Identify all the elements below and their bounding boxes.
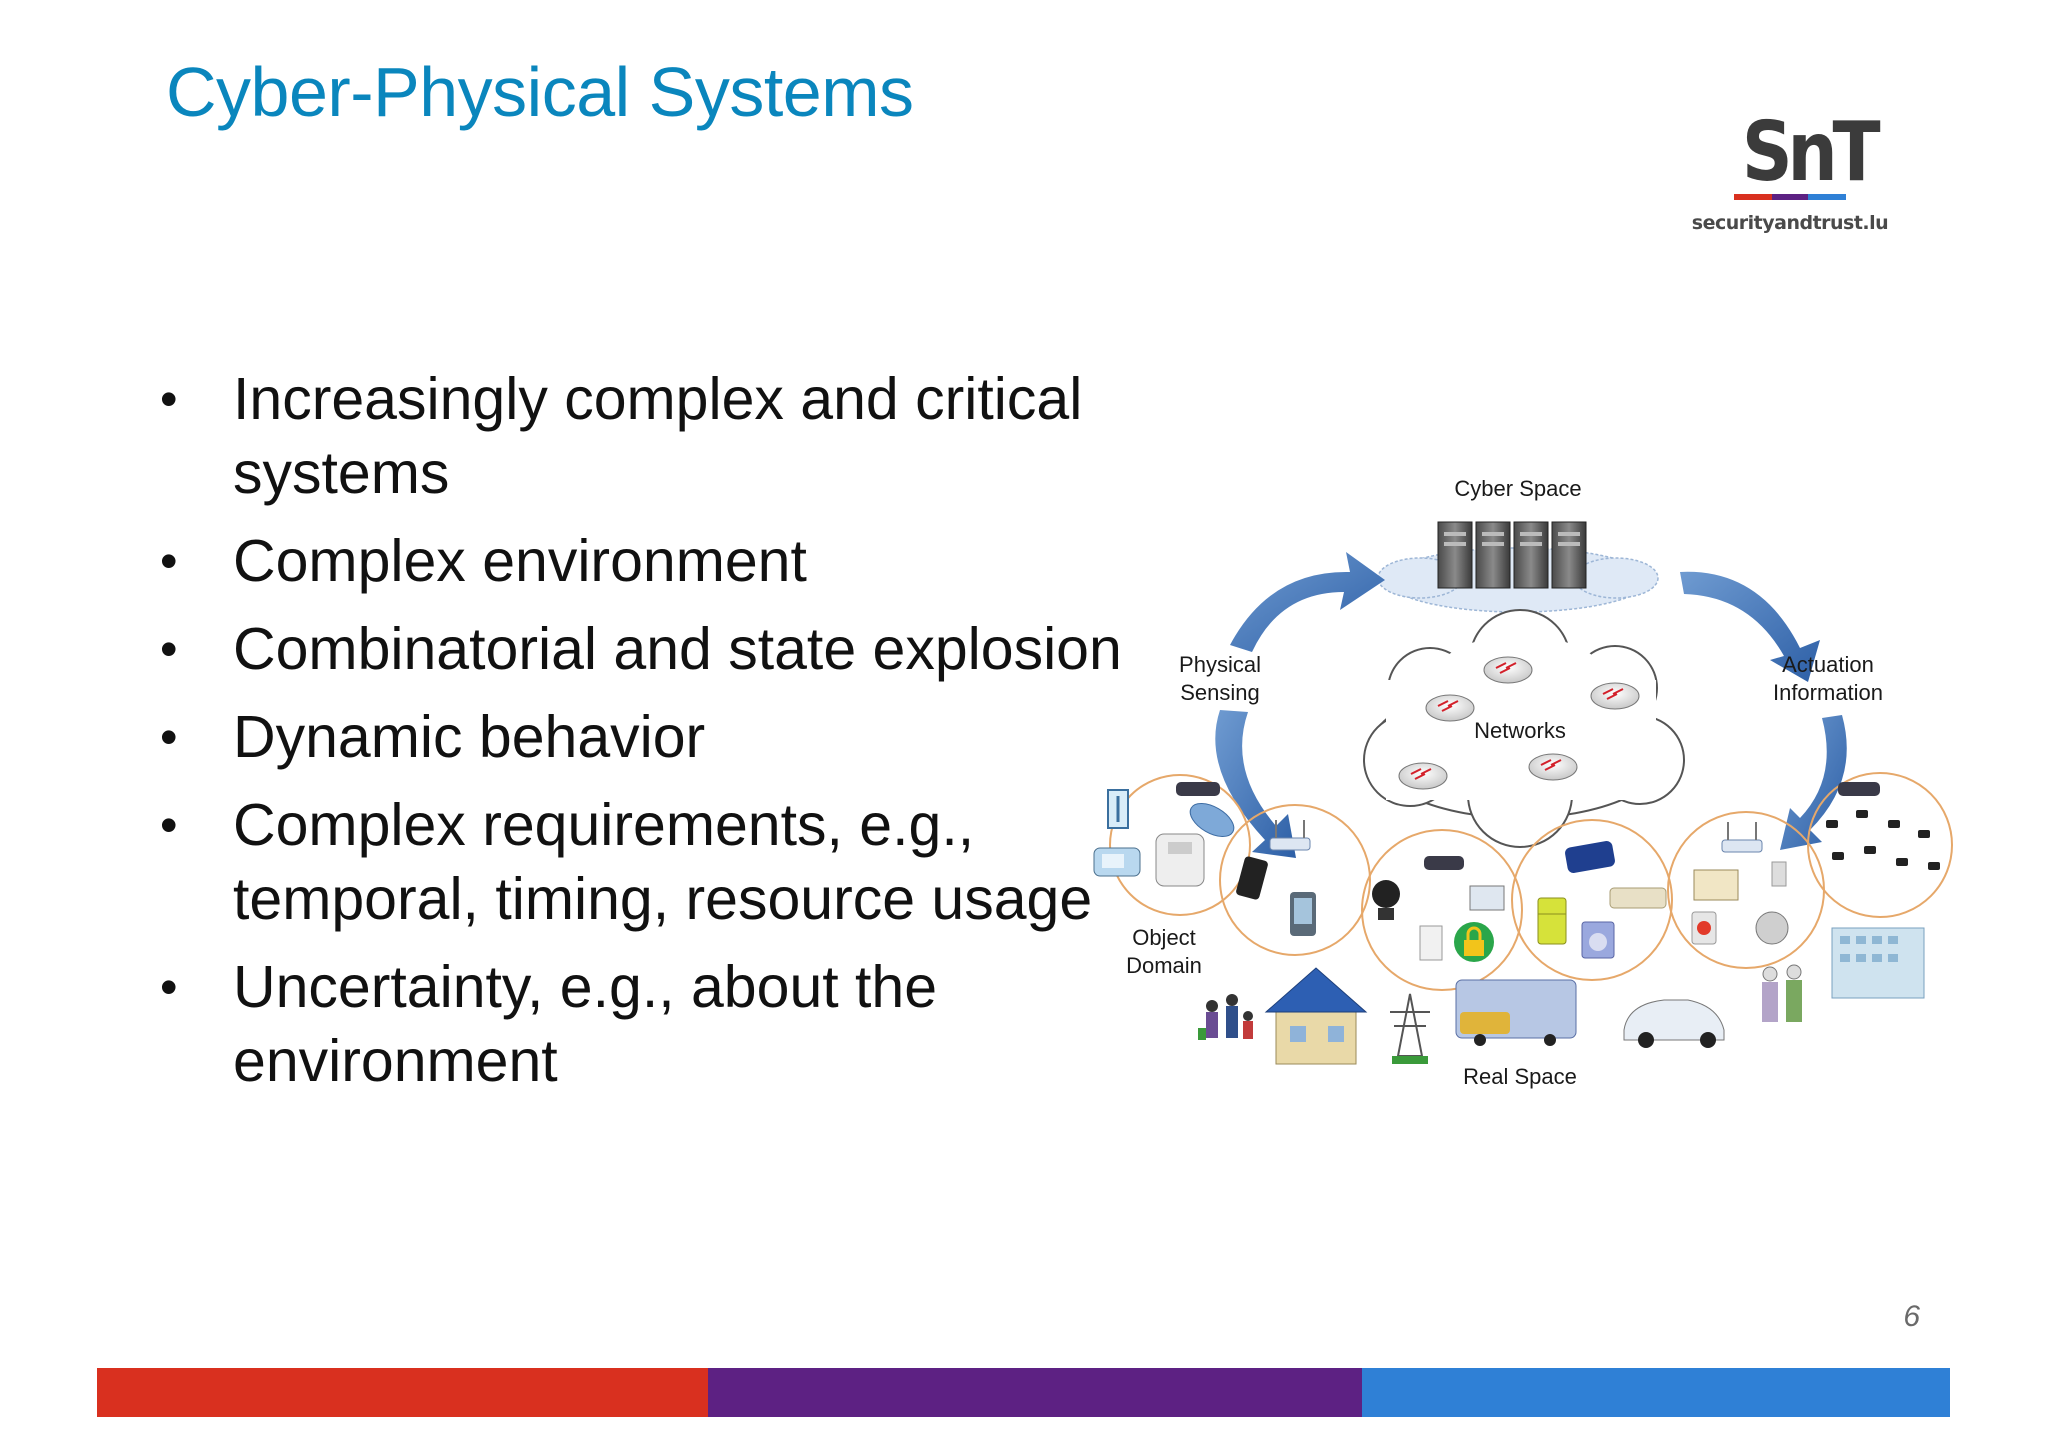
bullet-dot: • [160, 371, 178, 427]
router-device-icon [1838, 782, 1880, 796]
logo-bar-red [1734, 194, 1772, 200]
elderly-couple-icon [1762, 964, 1802, 1022]
router-device-icon [1424, 856, 1464, 870]
bullet-item: • Uncertainty, e.g., about the environmen… [160, 950, 1160, 1098]
physical-sensing-label-1: Physical [1179, 652, 1261, 677]
thermometer-icon [1107, 789, 1129, 829]
air-conditioner-icon [1609, 887, 1667, 909]
light-panel-icon [1469, 885, 1505, 911]
actuation-label-2: Information [1773, 680, 1883, 705]
bullet-dot: • [160, 709, 178, 765]
footer-bar-purple [708, 1368, 1362, 1417]
logo-domain: securityandtrust.lu [1691, 212, 1889, 234]
mouse-icon [1189, 803, 1235, 837]
cyber-space-label: Cyber Space [1454, 476, 1581, 501]
sensor-node-icon [1826, 810, 1940, 870]
bullet-list: • Increasingly complex and critical syste… [160, 362, 1160, 1112]
page-number: 6 [1903, 1300, 1920, 1333]
bullet-text: Complex requirements, e.g., temporal, ti… [233, 792, 1093, 932]
slide-title: Cyber-Physical Systems [166, 53, 914, 131]
server-rack-icon [1437, 521, 1587, 589]
bullet-text: Increasingly complex and critical system… [233, 366, 1083, 506]
bullet-text: Complex environment [233, 528, 807, 594]
bullet-text: Combinatorial and state explosion [233, 616, 1122, 682]
networks-label: Networks [1474, 718, 1566, 743]
actuation-arrow [1680, 571, 1847, 850]
smart-meter-icon [1691, 861, 1789, 945]
family-icon [1198, 994, 1253, 1040]
bullet-item: • Combinatorial and state explosion [160, 612, 1160, 686]
object-domain-circles [1109, 772, 1953, 991]
bullet-dot: • [160, 621, 178, 677]
wireless-access-point-icon [1721, 822, 1763, 853]
actuation-label-1: Actuation [1782, 652, 1874, 677]
bullet-dot: • [160, 797, 178, 853]
sensor-device-icon [1093, 847, 1141, 877]
bullet-text: Uncertainty, e.g., about the environment [233, 954, 938, 1094]
padlock-icon [1454, 922, 1494, 962]
router-icon [1398, 762, 1448, 790]
cps-diagram: Cyber Space Physical Sensing Actuation I… [1093, 476, 1953, 1089]
bullet-item: • Complex environment [160, 524, 1160, 598]
office-building-icon [1831, 927, 1925, 999]
router-icon [1590, 682, 1640, 710]
router-icon [1528, 753, 1578, 781]
footer-bar-red [97, 1368, 708, 1417]
sensing-arrow [1215, 552, 1385, 858]
bullet-item: • Increasingly complex and critical syste… [160, 362, 1160, 510]
bullet-item: • Dynamic behavior [160, 700, 1160, 774]
solar-house-icon [1264, 967, 1368, 1065]
router-icon [1483, 656, 1533, 684]
object-domain-label-1: Object [1132, 925, 1196, 950]
logo-bar-blue [1808, 194, 1846, 200]
footer-bar-blue [1362, 1368, 1950, 1417]
router-device-icon [1565, 840, 1615, 874]
wireless-access-point-icon [1269, 820, 1311, 851]
bullet-text: Dynamic behavior [233, 704, 706, 770]
router-device-icon [1176, 782, 1220, 796]
object-domain-label-2: Domain [1126, 953, 1202, 978]
refrigerator-icon [1537, 897, 1567, 945]
bullet-dot: • [160, 959, 178, 1015]
power-pylon-icon [1390, 993, 1430, 1064]
smartphone-icon [1236, 856, 1316, 936]
bullet-item: • Complex requirements, e.g., temporal, t… [160, 788, 1160, 936]
bullet-dot: • [160, 533, 178, 589]
washing-machine-icon [1581, 921, 1615, 959]
scale-icon [1155, 833, 1205, 887]
real-space-label: Real Space [1463, 1064, 1577, 1089]
webcam-icon [1372, 880, 1400, 920]
bus-icon [1455, 979, 1577, 1046]
physical-sensing-label-2: Sensing [1180, 680, 1260, 705]
router-icon [1425, 694, 1475, 722]
wall-switch-icon [1419, 925, 1443, 961]
logo-bar-purple [1772, 194, 1808, 200]
snt-logo: SnT securityandtrust.lu [1690, 108, 1890, 248]
logo-mark: SnT [1741, 105, 1881, 200]
car-icon [1623, 999, 1725, 1048]
